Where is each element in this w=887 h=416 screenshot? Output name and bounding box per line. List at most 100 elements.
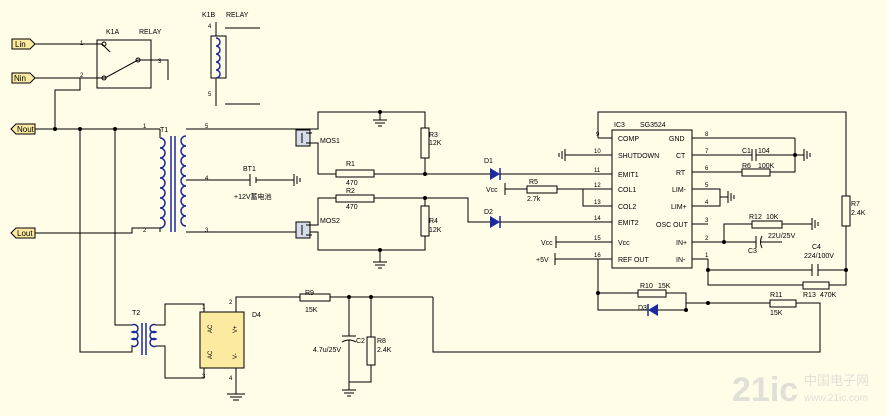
resistor-r1: R1 470	[335, 161, 490, 187]
ic-sg3524: IC3 SG3524 9 COMP 10 SHUTDOWN 11 EMIT1 1…	[594, 111, 847, 269]
svg-text:R4: R4	[429, 218, 438, 225]
svg-text:14: 14	[594, 216, 601, 222]
svg-text:R11: R11	[770, 292, 782, 299]
svg-text:2.4K: 2.4K	[377, 347, 392, 354]
resistor-r5: Vcc R5 2.7k	[486, 179, 598, 207]
svg-text:12K: 12K	[429, 140, 442, 147]
svg-text:15K: 15K	[305, 307, 318, 314]
svg-text:470: 470	[346, 180, 358, 187]
svg-text:AC: AC	[208, 324, 214, 333]
svg-text:2: 2	[143, 228, 147, 234]
battery-bt1: BT1 +12V蓄电池	[234, 166, 301, 201]
svg-text:SHUTDOWN: SHUTDOWN	[618, 153, 659, 160]
svg-text:15K: 15K	[770, 310, 783, 317]
svg-text:R5: R5	[529, 179, 538, 186]
svg-text:RELAY: RELAY	[139, 29, 162, 36]
transformer-t1: T1 1 2 5 4 3	[143, 111, 426, 251]
ground-icon	[708, 188, 735, 207]
ground-icon	[373, 248, 387, 269]
svg-text:R1: R1	[346, 161, 355, 168]
svg-text:IC3: IC3	[614, 122, 625, 129]
svg-text:OSC OUT: OSC OUT	[656, 222, 689, 229]
svg-text:16: 16	[594, 253, 601, 259]
svg-text:R3: R3	[429, 132, 438, 139]
svg-text:224/100V: 224/100V	[804, 253, 834, 260]
svg-text:2: 2	[705, 236, 709, 242]
capacitor-c3: 22U/25V C3	[708, 233, 796, 255]
svg-text:11: 11	[594, 168, 601, 174]
svg-text:CT: CT	[676, 153, 686, 160]
mosfet-mos1: MOS1	[295, 129, 340, 175]
ground-icon	[558, 149, 598, 161]
svg-text:3: 3	[705, 218, 709, 224]
svg-text:Vcc: Vcc	[618, 240, 630, 247]
relay-k1a: K1A RELAY 1 2 3	[35, 29, 169, 89]
svg-text:D2: D2	[484, 209, 493, 216]
svg-text:D1: D1	[484, 158, 493, 165]
svg-text:RELAY: RELAY	[226, 12, 249, 19]
svg-text:2: 2	[80, 73, 84, 79]
resistor-r3: R3 12K	[420, 127, 442, 176]
ground-icon	[342, 382, 356, 397]
svg-text:5: 5	[208, 92, 212, 98]
svg-text:22U/25V: 22U/25V	[768, 233, 796, 240]
svg-text:100K: 100K	[758, 163, 775, 170]
svg-text:3: 3	[205, 228, 209, 234]
ic-right-pins: 8 GND 7 CT 6 RT 5 LIM- 4 LIM+ 3 OSC OUT …	[656, 132, 709, 264]
bridge-d4: D4 AC AC V+ V- 1 3 2 4	[199, 296, 300, 394]
ground-icon	[290, 174, 301, 186]
resistor-r6: R6 100K	[708, 137, 797, 177]
svg-text:4: 4	[705, 200, 709, 206]
svg-text:Lin: Lin	[15, 40, 26, 49]
svg-text:T1: T1	[160, 127, 168, 134]
diode-d2: D2	[484, 209, 598, 228]
svg-text:470: 470	[346, 204, 358, 211]
svg-text:IN-: IN-	[676, 257, 686, 264]
svg-text:SG3524: SG3524	[640, 122, 666, 129]
svg-text:3: 3	[158, 59, 162, 65]
svg-text:Nin: Nin	[14, 74, 26, 83]
svg-text:www.21ic.com: www.21ic.com	[803, 393, 868, 404]
svg-text:R7: R7	[851, 201, 860, 208]
svg-text:C3: C3	[748, 248, 757, 255]
svg-text:2: 2	[229, 300, 233, 306]
svg-text:MOS2: MOS2	[320, 218, 340, 225]
svg-text:REF OUT: REF OUT	[618, 257, 649, 264]
svg-text:C1: C1	[742, 148, 751, 155]
mosfet-mos2: MOS2	[295, 197, 340, 239]
svg-text:1: 1	[705, 253, 709, 259]
diode-d1: D1	[484, 158, 598, 180]
svg-text:R6: R6	[742, 163, 751, 170]
svg-text:+12V蓄电池: +12V蓄电池	[234, 192, 272, 201]
ground-icon	[227, 393, 245, 401]
svg-text:+5V: +5V	[536, 257, 549, 264]
terminal-nout: Nout	[10, 123, 36, 135]
svg-text:10K: 10K	[766, 214, 779, 221]
svg-text:7: 7	[705, 149, 709, 155]
svg-text:IN+: IN+	[676, 240, 687, 247]
svg-text:2.4K: 2.4K	[851, 210, 866, 217]
svg-text:12: 12	[594, 183, 601, 189]
svg-text:COL1: COL1	[618, 187, 636, 194]
svg-text:K1A: K1A	[106, 29, 120, 36]
svg-text:4: 4	[208, 24, 212, 30]
svg-text:Vcc: Vcc	[486, 187, 498, 194]
svg-text:8: 8	[705, 132, 709, 138]
svg-text:R12: R12	[749, 214, 762, 221]
vcc-15: Vcc	[541, 236, 598, 248]
svg-text:中国电子网: 中国电子网	[804, 373, 869, 388]
resistor-r13: R13 470K	[706, 268, 847, 299]
capacitor-c1: C1 104	[708, 148, 795, 161]
svg-text:2.7k: 2.7k	[527, 196, 541, 203]
relay-k1b: K1B RELAY 4 5	[202, 12, 260, 106]
capacitor-c2: C2 4.7u/25V	[313, 297, 365, 382]
svg-text:1: 1	[143, 124, 147, 130]
watermark-logo: 21ic 中国电子网 www.21ic.com	[732, 371, 869, 409]
svg-text:6: 6	[705, 166, 709, 172]
svg-text:21ic: 21ic	[732, 371, 798, 409]
svg-text:T2: T2	[132, 310, 140, 317]
resistor-r12: R12 10K	[723, 214, 819, 242]
svg-text:4: 4	[205, 176, 209, 182]
terminal-lin: Lin	[11, 38, 36, 50]
